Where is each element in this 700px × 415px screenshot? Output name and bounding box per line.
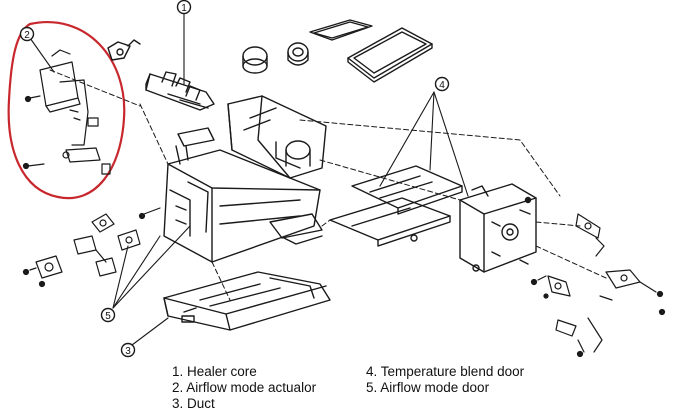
legend-item-duct: 3. Duct (172, 396, 215, 411)
duct (163, 271, 331, 331)
callout-2: 2 (19, 26, 35, 42)
alignment-lines (49, 69, 607, 301)
callout-3: 3 (120, 342, 136, 358)
legend-column-left: 1. Healer core 2. Airflow mode actualor … (172, 364, 316, 412)
svg-text:2: 2 (24, 30, 30, 41)
legend-item-heater-core: 1. Healer core (172, 364, 257, 379)
legend-item-airflow-mode-actuator: 2. Airflow mode actualor (172, 380, 317, 395)
parts-legend: 1. Healer core 2. Airflow mode actualor … (172, 364, 592, 414)
callout-5: 5 (100, 307, 116, 323)
right-housing (459, 183, 537, 273)
heater-core (145, 71, 215, 111)
airflow-mode-actuator (22, 49, 111, 175)
legend-item-airflow-mode-door: 5. Airflow mode door (366, 380, 490, 395)
linkages-left (22, 207, 161, 288)
legend-column-right: 4. Temperature blend door 5. Airflow mod… (366, 364, 524, 396)
highlight-ring (7, 21, 126, 200)
callout-4: 4 (434, 76, 450, 92)
legend-item-temperature-blend-door: 4. Temperature blend door (366, 364, 525, 379)
seal-frames (309, 19, 433, 83)
callout-leaders (29, 13, 469, 349)
callout-1: 1 (176, 0, 192, 15)
grommets (242, 42, 309, 74)
svg-text:1: 1 (181, 3, 187, 14)
linkages-right (530, 213, 666, 358)
svg-text:3: 3 (125, 346, 131, 357)
svg-text:5: 5 (105, 311, 111, 322)
svg-text:4: 4 (439, 80, 445, 91)
temperature-blend-door (329, 165, 463, 247)
heater-housing (163, 95, 327, 263)
bracket-clip (107, 39, 141, 61)
